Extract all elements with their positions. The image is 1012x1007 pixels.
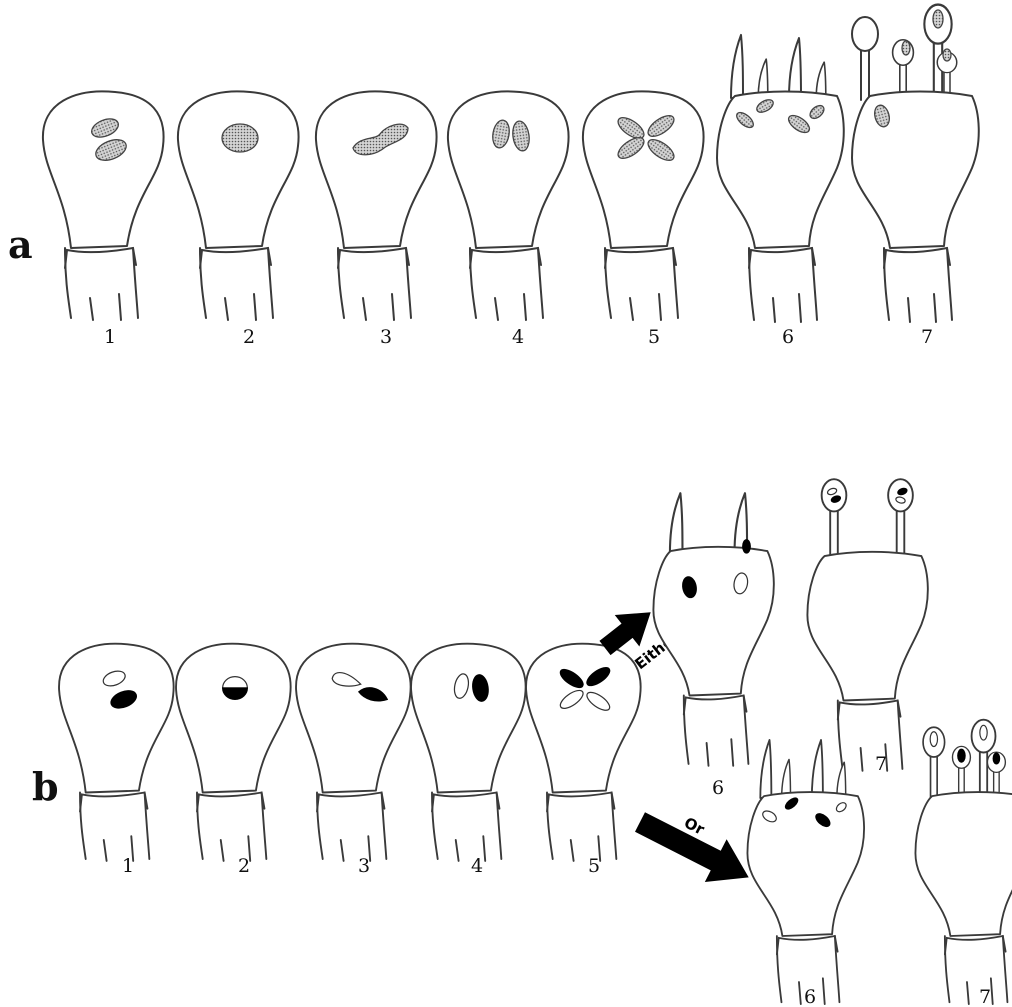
- panel-b-lower-stage-6-basidium: [747, 740, 864, 1004]
- panel-b-upper-stage-label-6: 6: [712, 777, 724, 799]
- panel-a-stage-label-5: 5: [648, 326, 660, 348]
- panel-a-stage-3-basidium: [316, 91, 437, 320]
- panel-b-stage-2-basidium: [176, 644, 291, 861]
- panel-a-stage-1-basidium: [43, 91, 164, 320]
- panel-a-stage-label-4: 4: [512, 326, 524, 348]
- panel-b-stage-label-1: 1: [122, 855, 134, 877]
- panel-b-stage-label-5: 5: [588, 855, 600, 877]
- panel-a-stage-2-basidium: [178, 91, 299, 320]
- panel-a-stage-5-basidium: [583, 91, 704, 320]
- panel-a-stage-6-basidium: [717, 35, 844, 322]
- panel-a-stage-label-2: 2: [243, 326, 255, 348]
- panel-b-lower-stage-7-basidium: [915, 720, 1012, 1004]
- panel-b-upper-stage-label-7: 7: [875, 753, 887, 775]
- panel-b-stage-1-basidium: [59, 644, 174, 861]
- panel-b-stage-label-2: 2: [238, 855, 250, 877]
- panel-b-upper-stage-6-basidium: [653, 493, 773, 766]
- panel-b-lower-stage-label-6: 6: [804, 986, 816, 1007]
- panel-a-stage-label-1: 1: [104, 326, 116, 348]
- panel-b-stage-5-basidium: [526, 644, 641, 861]
- panel-b-lower-stage-label-7: 7: [979, 986, 991, 1007]
- panel-a-stage-label-3: 3: [380, 326, 392, 348]
- panel-b-stage-3-basidium: [296, 644, 411, 861]
- panel-letter-b: b: [32, 764, 59, 809]
- panel-a-stage-label-7: 7: [921, 326, 933, 348]
- panel-a-stage-7-basidium: [852, 5, 979, 322]
- panel-b-stage-label-3: 3: [358, 855, 370, 877]
- panel-b-stage-label-4: 4: [471, 855, 483, 877]
- panel-a-stage-4-basidium: [448, 91, 569, 320]
- panel-b-upper-stage-7-basidium: [807, 479, 927, 771]
- panel-b-stage-4-basidium: [411, 644, 526, 861]
- panel-a-stage-label-6: 6: [782, 326, 794, 348]
- panel-letter-a: a: [8, 222, 33, 267]
